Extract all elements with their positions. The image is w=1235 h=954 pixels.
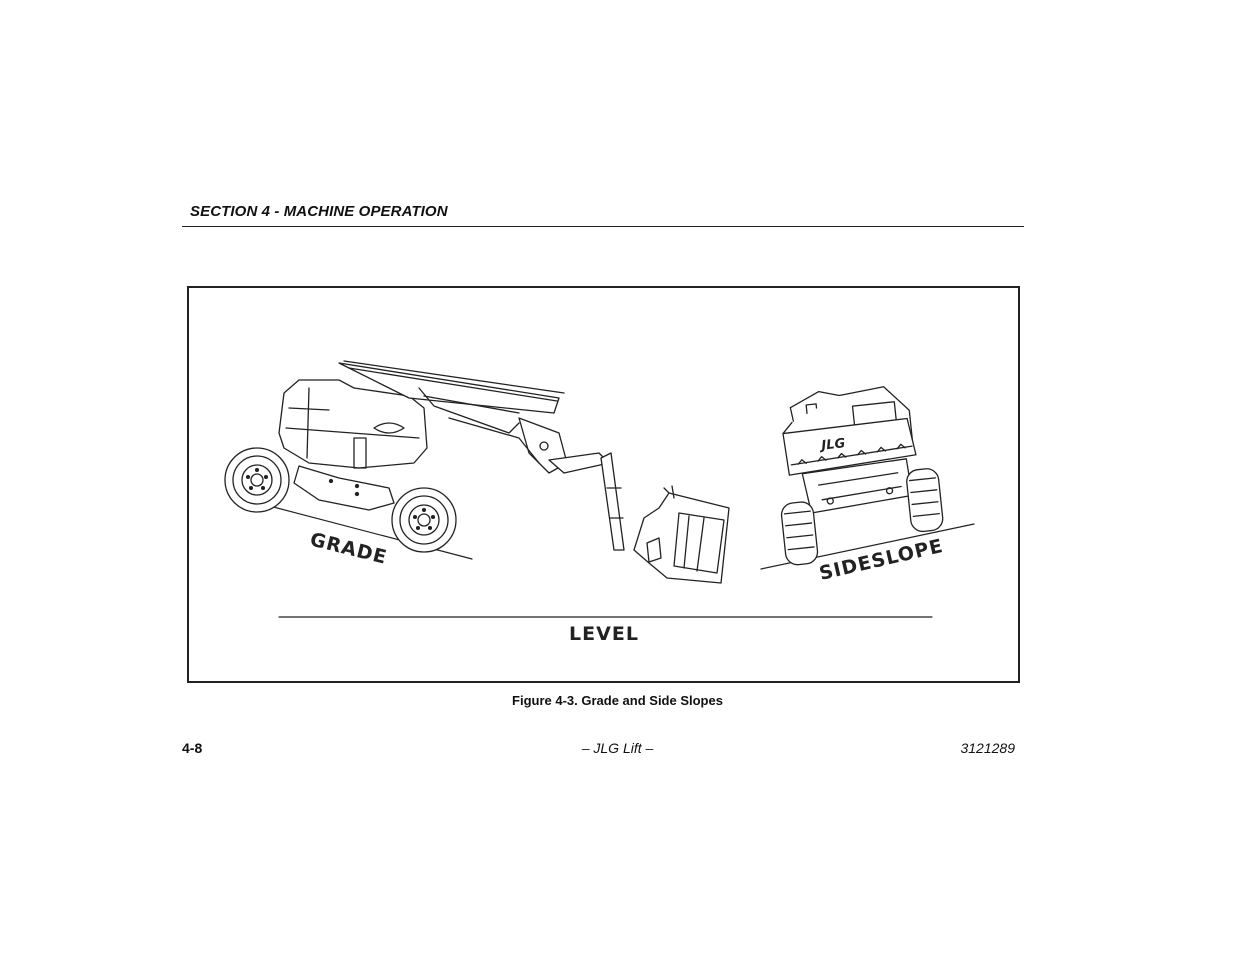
rear-wheel bbox=[224, 447, 290, 513]
page-number: 4-8 bbox=[182, 740, 203, 756]
figure-frame: JLG GRADE SIDESLOPE bbox=[187, 286, 1020, 683]
level-label: LEVEL bbox=[569, 623, 639, 645]
document-number: 3121289 bbox=[960, 740, 1015, 756]
sideslope-machine-drawing: JLG bbox=[760, 386, 975, 570]
front-wheel bbox=[391, 487, 457, 553]
figure-illustration: JLG GRADE SIDESLOPE bbox=[224, 360, 975, 645]
left-wheel bbox=[780, 501, 819, 566]
figure-caption: Figure 4-3. Grade and Side Slopes bbox=[512, 693, 723, 708]
right-wheel bbox=[906, 468, 944, 533]
footer-title: – JLG Lift – bbox=[581, 740, 654, 756]
boom-lift-drawing bbox=[224, 360, 730, 584]
jlg-logo: JLG bbox=[818, 436, 847, 454]
sideslope-label: SIDESLOPE bbox=[817, 535, 945, 585]
section-title: SECTION 4 - MACHINE OPERATION bbox=[190, 203, 448, 220]
header-divider bbox=[182, 226, 1024, 227]
